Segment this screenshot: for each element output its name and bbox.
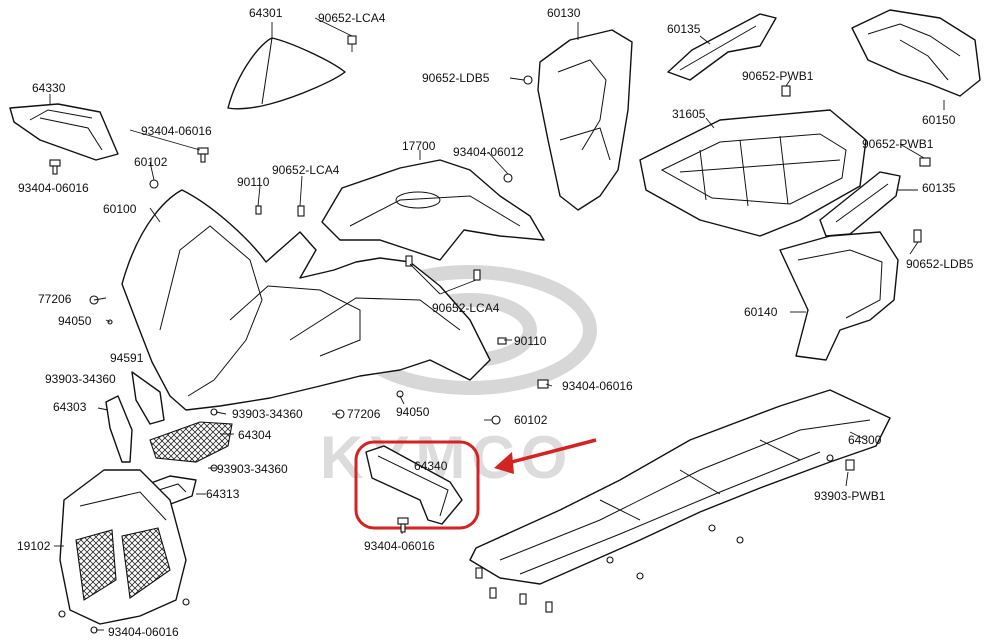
part-windscreen (227, 22, 346, 110)
leaders (93, 17, 925, 631)
screw-icon (197, 147, 209, 163)
label-77206-b: 77206 (347, 407, 381, 421)
label-93404-06012: 93404-06012 (453, 145, 524, 159)
screw-icon (545, 601, 553, 613)
label-90110-a: 90110 (237, 175, 270, 189)
label-93404-06016-e: 93404-06016 (108, 625, 179, 639)
nut-icon (149, 179, 159, 189)
part-60135-top (667, 13, 777, 81)
label-93903-pwb1: 93903-PWB1 (814, 489, 886, 503)
part-31605 (639, 109, 867, 237)
part-60130 (537, 22, 633, 211)
label-64303: 64303 (53, 400, 87, 414)
part-94591 (131, 371, 165, 425)
label-93404-06016-a: 93404-06016 (141, 124, 212, 138)
label-93903-34360-c: 93903-34360 (217, 462, 288, 476)
part-64330 (9, 94, 119, 161)
nut-icon (503, 173, 513, 183)
label-64330: 64330 (32, 81, 66, 95)
label-93903-34360-b: 93903-34360 (232, 407, 303, 421)
screw-icon (919, 157, 931, 167)
screw-icon (397, 517, 409, 533)
label-90652-ldb5-mid: 90652-LDB5 (906, 257, 974, 271)
label-77206-a: 77206 (38, 292, 72, 306)
washer-icon (182, 598, 190, 606)
screw-icon (475, 567, 483, 579)
label-64340: 64340 (414, 459, 448, 473)
clip-icon (405, 255, 413, 267)
fasteners (49, 35, 931, 634)
label-64300: 64300 (848, 433, 882, 447)
part-labels: 64301 90652-LCA4 60130 60135 64330 90652… (17, 6, 974, 639)
label-60135-top: 60135 (667, 22, 701, 36)
screw-icon (537, 379, 549, 389)
screw-icon (347, 35, 357, 52)
part-60140 (779, 231, 899, 361)
screw-icon (519, 593, 527, 605)
label-64304: 64304 (238, 428, 272, 442)
label-60130: 60130 (547, 6, 581, 20)
screw-icon (781, 85, 791, 97)
label-90652-pwb1-a: 90652-PWB1 (742, 69, 814, 83)
label-90652-lca4-top: 90652-LCA4 (318, 11, 386, 25)
label-64313: 64313 (206, 487, 240, 501)
part-19102 (54, 469, 187, 625)
highlight-outline (354, 440, 480, 530)
part-64304 (149, 421, 234, 463)
label-60100: 60100 (103, 202, 137, 216)
label-31605: 31605 (672, 107, 706, 121)
part-64300 (469, 389, 891, 585)
part-60100 (121, 189, 491, 411)
washer-icon (636, 572, 644, 580)
label-60102-a: 60102 (134, 155, 168, 169)
highlight-arrow (503, 438, 597, 466)
label-90652-ldb5-top: 90652-LDB5 (422, 71, 490, 85)
label-64301: 64301 (249, 6, 283, 20)
clip-icon (473, 269, 481, 281)
label-60102-b: 60102 (514, 413, 548, 427)
label-90652-lca4-mid: 90652-LCA4 (272, 163, 340, 177)
label-93404-06016-d: 93404-06016 (364, 539, 435, 553)
part-64340 (354, 438, 597, 530)
label-60140: 60140 (744, 305, 778, 319)
label-90652-pwb1-b: 90652-PWB1 (862, 137, 934, 151)
clip-icon (913, 229, 922, 243)
clip-icon (523, 75, 533, 85)
label-93404-06016-c: 93404-06016 (562, 379, 633, 393)
nut-icon (491, 415, 501, 425)
label-19102: 19102 (17, 539, 51, 553)
washer-icon (736, 536, 744, 544)
label-90110-b: 90110 (514, 334, 547, 348)
screw-icon (489, 587, 497, 599)
part-17700 (321, 150, 545, 261)
part-60150 (851, 9, 981, 110)
screw-icon (845, 459, 855, 471)
label-60150: 60150 (922, 113, 956, 127)
part-64303 (97, 395, 133, 463)
washer-icon (826, 454, 834, 462)
clip-icon (255, 205, 262, 215)
washer-icon (606, 556, 614, 564)
label-93404-06016-b: 93404-06016 (18, 181, 89, 195)
label-94591: 94591 (110, 351, 144, 365)
washer-icon (708, 524, 716, 532)
part-60135-mid (819, 171, 918, 237)
label-90652-lca4-low: 90652-LCA4 (432, 301, 500, 315)
label-94050-a: 94050 (58, 314, 92, 328)
screw-icon (497, 337, 507, 345)
clip-icon (297, 205, 305, 217)
label-94050-b: 94050 (396, 405, 430, 419)
label-17700: 17700 (402, 139, 436, 153)
washer-icon (58, 610, 66, 618)
label-60135-mid: 60135 (922, 181, 956, 195)
screw-icon (49, 159, 61, 175)
label-93903-34360-a: 93903-34360 (45, 372, 116, 386)
